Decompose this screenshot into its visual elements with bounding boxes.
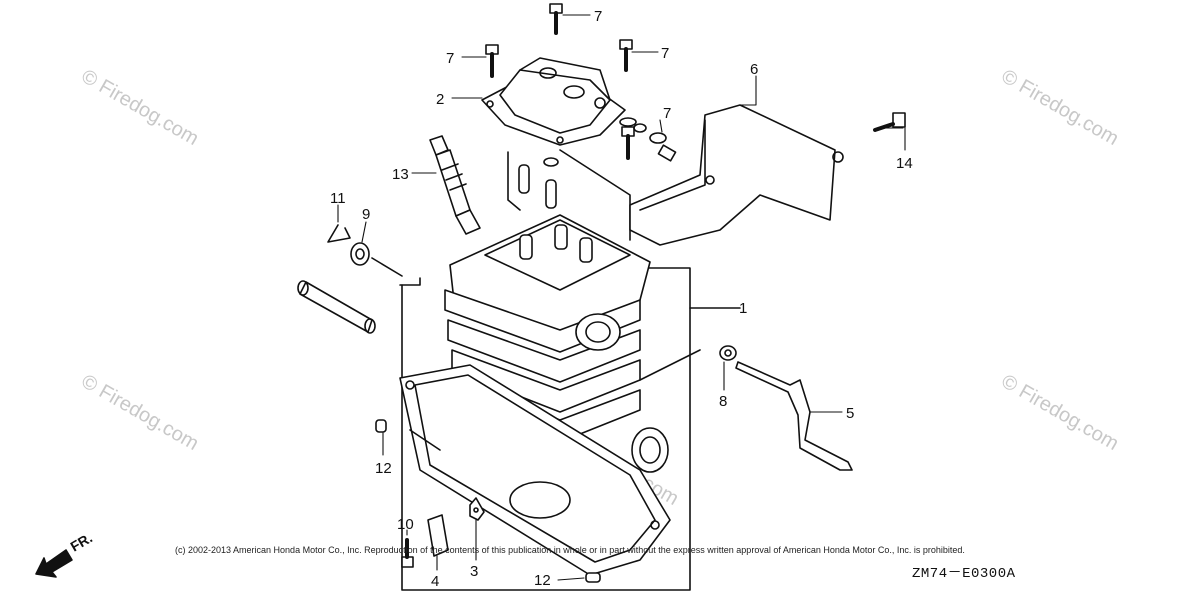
callout-8: 8 [719, 393, 727, 410]
heat-shield [629, 104, 844, 246]
callout-12-lower: 12 [534, 572, 551, 589]
watermark-3: © Firedog.com [78, 370, 203, 455]
plate-4 [427, 514, 449, 557]
callout-5: 5 [846, 405, 854, 422]
callout-13: 13 [392, 166, 409, 183]
front-direction-arrow [35, 549, 73, 578]
small-fittings [633, 123, 677, 162]
callout-6: 6 [750, 61, 758, 78]
link-rod-5 [735, 361, 853, 471]
crankcase [399, 364, 671, 576]
bolt-7-left [485, 44, 499, 78]
callout-14: 14 [896, 155, 913, 172]
callout-7-lower: 7 [663, 105, 671, 122]
clip-11 [327, 224, 351, 243]
dowel-pins [518, 157, 559, 209]
callout-4: 4 [431, 573, 439, 590]
bolt-10 [401, 538, 414, 568]
cylinder-block [444, 214, 669, 473]
pin-12-upper [375, 419, 387, 433]
washer-8 [719, 345, 737, 361]
callout-2: 2 [436, 91, 444, 108]
callout-11: 11 [330, 190, 346, 207]
bolt-7-right [619, 39, 633, 72]
callout-labels: 7 7 7 7 2 6 13 14 11 9 1 8 5 12 12 10 4 … [330, 8, 913, 590]
spark-plug [429, 135, 481, 235]
tube [297, 280, 376, 334]
head-cover [481, 57, 626, 146]
watermark-2: © Firedog.com [998, 65, 1123, 150]
callout-12-upper: 12 [375, 460, 392, 477]
callout-9: 9 [362, 206, 370, 223]
assembly-bracket [399, 267, 741, 591]
bolt-7-top [549, 3, 563, 35]
leader-lines [337, 14, 906, 581]
bolt-14 [873, 112, 906, 132]
callout-7-right: 7 [661, 45, 669, 62]
callout-7-top: 7 [594, 8, 602, 25]
watermark-1: © Firedog.com [78, 65, 203, 150]
callout-1: 1 [739, 300, 747, 317]
watermark-4: © Firedog.com [998, 370, 1123, 455]
callout-10: 10 [397, 516, 414, 533]
pin-12-lower [585, 572, 601, 583]
nut-9 [350, 242, 370, 266]
callout-7-left: 7 [446, 50, 454, 67]
diagram-code: ZM74－E0300A [912, 566, 1016, 582]
callout-3: 3 [470, 563, 478, 580]
bolt-7-lower [619, 117, 637, 160]
copyright-notice: (c) 2002-2013 American Honda Motor Co., … [175, 545, 965, 555]
clip-3 [469, 497, 485, 521]
